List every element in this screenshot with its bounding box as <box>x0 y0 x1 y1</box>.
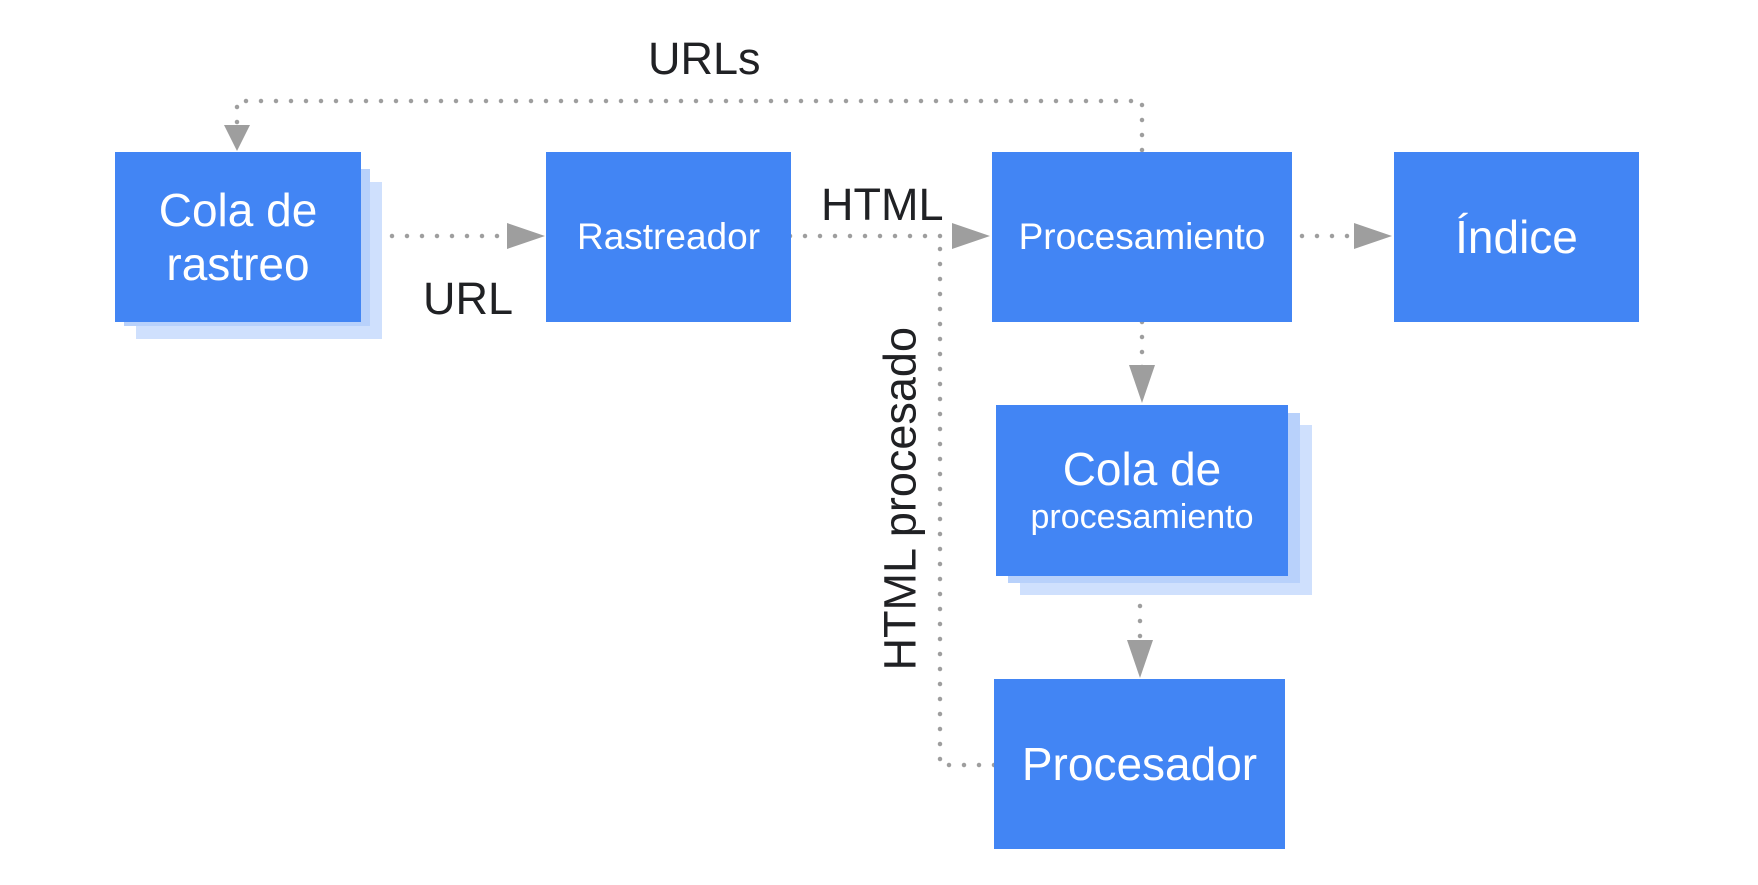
arrowhead-index <box>1354 223 1392 249</box>
processing-box: Procesamiento <box>992 152 1292 322</box>
edge-label-urls: URLs <box>648 33 761 84</box>
arrowhead-renderer <box>1127 640 1153 678</box>
index-label: Índice <box>1455 210 1578 263</box>
crawl-queue-line1: Cola de <box>158 183 318 236</box>
edge-label-html: HTML <box>821 179 944 230</box>
crawler-label: Rastreador <box>576 215 761 257</box>
arrowhead-render-queue <box>1129 365 1155 403</box>
edge-label-rendered-html: HTML procesado <box>874 327 926 671</box>
edge-label-url: URL <box>423 273 514 324</box>
crawl-queue-label: Cola de rastreo <box>159 183 318 292</box>
crawler-box: Rastreador <box>546 152 791 322</box>
crawl-queue-box: Cola de rastreo <box>115 152 361 322</box>
render-queue-box: Cola de procesamiento <box>996 405 1288 576</box>
connector-rendered-html <box>937 233 997 768</box>
crawl-queue-line2: rastreo <box>166 238 310 290</box>
arrowhead-html <box>952 223 990 249</box>
arrowhead-url <box>507 223 545 249</box>
render-queue-label: Cola de procesamiento <box>1030 442 1253 539</box>
processing-label: Procesamiento <box>1018 215 1266 257</box>
renderer-box: Procesador <box>994 679 1285 849</box>
render-queue-line2: procesamiento <box>1030 498 1254 537</box>
arrowhead-urls <box>224 125 250 151</box>
render-queue-line1: Cola de <box>1062 443 1222 496</box>
index-box: Índice <box>1394 152 1639 322</box>
connector-urls <box>234 98 1145 153</box>
renderer-label: Procesador <box>1021 737 1258 790</box>
